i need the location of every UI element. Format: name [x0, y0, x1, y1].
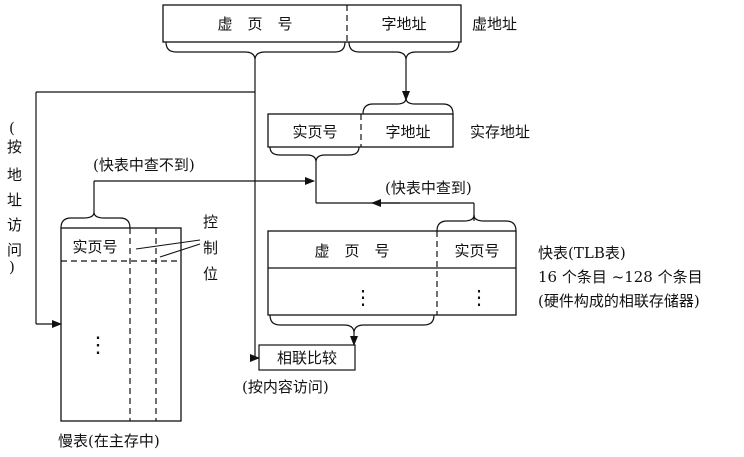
tlb-entry-range: 16 个条目 ~128 个条目: [538, 268, 703, 286]
tlb-hardware-note: (硬件构成的相联存储器): [538, 292, 700, 310]
real-address-label: 实存地址: [470, 123, 530, 141]
associative-comparator: 相联比较: [258, 344, 356, 371]
virtual-address-label: 虚地址: [472, 15, 517, 33]
svg-text:制: 制: [203, 239, 218, 257]
slow-table-top-brace: [60, 211, 131, 229]
real-address-top-brace: [362, 97, 454, 115]
slow-table-real-page-header: 实页号: [72, 238, 117, 256]
content-access-caption: (按内容访问): [242, 378, 329, 396]
real-word-address-field: 字地址: [385, 123, 430, 141]
control-bits-label: 控 制 位: [203, 213, 218, 283]
slow-table: 实页号 ⋮: [60, 227, 182, 422]
virtual-word-address-field: 字地址: [381, 15, 426, 33]
tlb-hit-label: (快表中查到): [385, 179, 472, 197]
svg-text:): ): [9, 258, 15, 276]
tlb-title: 快表(TLB表): [538, 244, 626, 262]
control-bit-pointer-1: [135, 239, 201, 250]
svg-text:(: (: [9, 119, 15, 137]
tlb-virtual-page-header: 虚 页 号: [314, 242, 389, 260]
slow-table-ellipsis: ⋮: [87, 333, 109, 358]
virtual-page-number-field: 虚 页 号: [217, 15, 292, 33]
address-access-label: ( 按 地 址 访 问 ): [7, 119, 22, 276]
real-page-bottom-brace: [269, 146, 360, 163]
tlb-bottom-brace: [269, 314, 435, 334]
slow-table-caption: 慢表(在主存中): [58, 432, 160, 450]
svg-text:控: 控: [203, 213, 218, 231]
svg-text:按: 按: [7, 138, 22, 156]
tlb-real-page-header: 实页号: [454, 242, 499, 260]
svg-text:位: 位: [203, 265, 218, 283]
tlb-miss-label: (快表中查不到): [93, 156, 195, 174]
svg-text:问: 问: [7, 241, 22, 259]
svg-text:址: 址: [7, 191, 22, 209]
tlb-table: 虚 页 号 实页号 ⋮ ⋮: [267, 230, 517, 316]
svg-text:访: 访: [7, 216, 22, 234]
virtual-page-brace: [165, 41, 346, 61]
tlb-real-page-top-brace: [436, 214, 517, 232]
real-address-register: 实页号 字地址: [267, 113, 454, 148]
svg-text:地: 地: [7, 166, 22, 184]
tlb-right-ellipsis: ⋮: [469, 285, 489, 309]
virtual-address-register: 虚 页 号 字地址: [162, 4, 462, 43]
control-bit-pointer-2: [159, 243, 201, 258]
comparator-label: 相联比较: [277, 349, 337, 367]
tlb-left-ellipsis: ⋮: [353, 285, 373, 309]
real-page-number-field: 实页号: [292, 123, 337, 141]
word-address-brace: [348, 41, 460, 61]
